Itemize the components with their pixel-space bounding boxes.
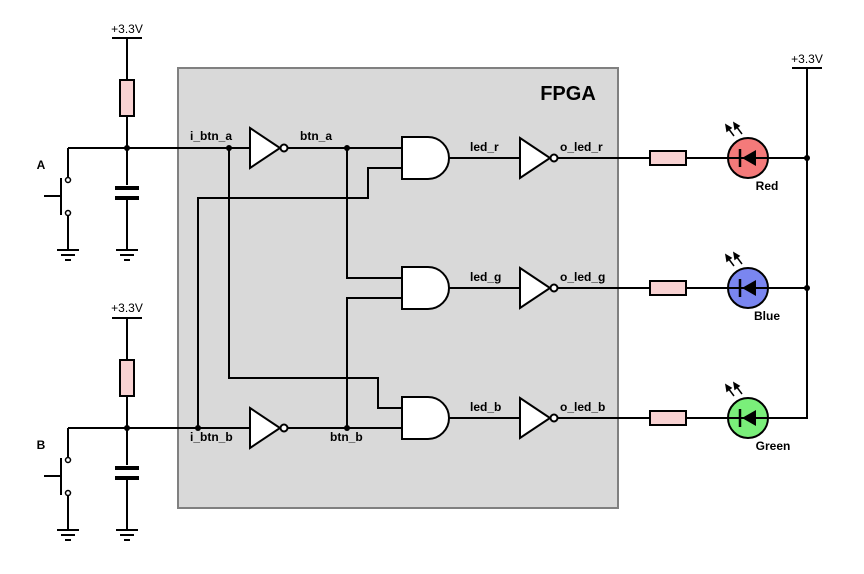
fpga-title: FPGA — [540, 83, 596, 105]
signal-o-led-g: o_led_g — [560, 270, 605, 284]
signal-led-g: led_g — [470, 270, 501, 284]
supply-label-right: +3.3V — [791, 52, 823, 66]
resistor-red — [649, 150, 687, 166]
supply-label-bottom: +3.3V — [111, 301, 143, 315]
light-emission-icon — [724, 381, 743, 397]
led-red-label: Red — [756, 179, 779, 193]
resistor-blue — [649, 280, 687, 296]
ground-icon — [115, 529, 139, 541]
fpga-internal-wiring — [178, 145, 618, 431]
button-a-circuit: +3.3V A — [37, 22, 178, 261]
and-gate-g — [401, 266, 450, 310]
signal-led-b: led_b — [470, 400, 501, 414]
pullup-resistor-b — [119, 359, 135, 397]
and-gate-r — [401, 136, 450, 180]
signal-i-btn-b: i_btn_b — [190, 430, 233, 444]
supply-label-top: +3.3V — [111, 22, 143, 36]
led-red — [724, 121, 769, 179]
ground-icon — [56, 529, 80, 541]
led-blue-label: Blue — [754, 309, 780, 323]
led-green-label: Green — [756, 439, 791, 453]
signal-o-led-r: o_led_r — [560, 140, 603, 154]
button-b-circuit: +3.3V B — [37, 301, 178, 541]
signal-o-led-b: o_led_b — [560, 400, 605, 414]
signal-led-r: led_r — [470, 140, 499, 154]
led-green — [724, 381, 769, 439]
signal-i-btn-a: i_btn_a — [190, 129, 232, 143]
signal-btn-b: btn_b — [330, 430, 363, 444]
pullup-resistor-a — [119, 79, 135, 117]
button-b-label: B — [37, 438, 46, 452]
led-output-circuits: +3.3V — [618, 52, 823, 426]
ground-icon — [56, 249, 80, 261]
ground-icon — [115, 249, 139, 261]
light-emission-icon — [724, 121, 743, 137]
signal-btn-a: btn_a — [300, 129, 332, 143]
led-blue — [724, 251, 769, 309]
button-a-label: A — [37, 158, 46, 172]
resistor-green — [649, 410, 687, 426]
and-gate-b — [401, 396, 450, 440]
light-emission-icon — [724, 251, 743, 267]
